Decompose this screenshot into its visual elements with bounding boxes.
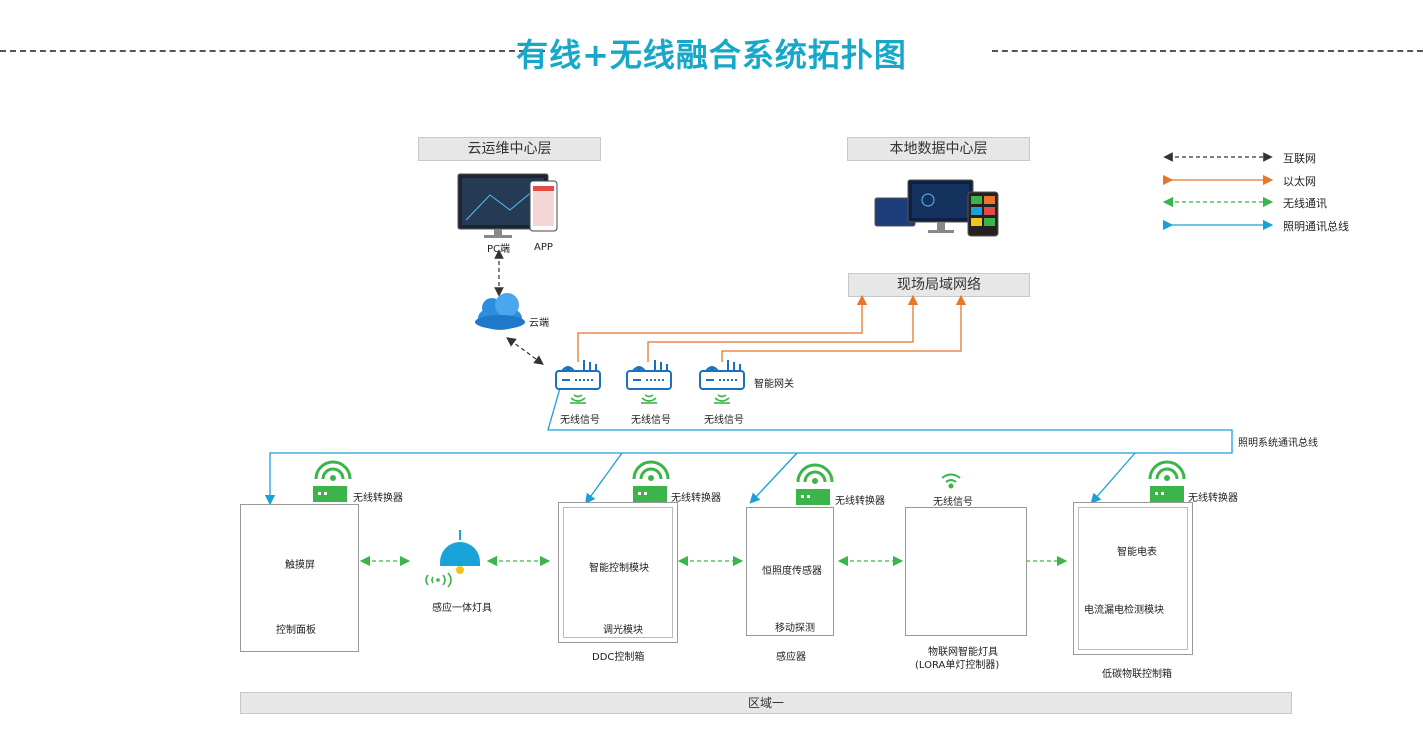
leak-module-label: 电流漏电检测模块	[1084, 605, 1164, 616]
converter-icon-4	[1148, 460, 1186, 502]
smart-module-label: 智能控制模块	[589, 563, 649, 574]
converter-label-4: 无线转换器	[1188, 493, 1238, 504]
bus-label: 照明系统通讯总线	[1238, 438, 1318, 449]
legend-label-internet: 互联网	[1283, 152, 1316, 165]
converter-label-1: 无线转换器	[353, 493, 403, 504]
signal-label-3: 无线信号	[704, 415, 744, 426]
iot-lamp-sub-label: (LORA单灯控制器)	[915, 660, 1000, 671]
sensor-lamp-label: 感应一体灯具	[432, 603, 492, 614]
ddc-box-label: DDC控制箱	[592, 652, 645, 663]
app-label: APP	[534, 242, 553, 253]
gateway-icon-2	[626, 360, 672, 390]
gateway-icon-3	[699, 360, 745, 390]
touch-screen-label: 触摸屏	[285, 560, 315, 571]
pc-label: PC端	[487, 244, 511, 255]
iot-signal-label: 无线信号	[933, 497, 973, 508]
gateway-label: 智能网关	[754, 379, 794, 390]
bus-drop-ddc	[584, 452, 623, 505]
converter-label-2: 无线转换器	[671, 493, 721, 504]
ethernet-link-2	[647, 294, 919, 362]
low-carbon-box-inner	[1078, 507, 1188, 650]
converter-icon-2	[632, 460, 670, 502]
panel-box	[240, 504, 359, 652]
bus-main	[264, 387, 1233, 506]
sensor-box	[746, 507, 834, 636]
converter-icon-3	[796, 463, 834, 505]
control-panel-label: 控制面板	[276, 625, 316, 636]
converter-label-3: 无线转换器	[835, 496, 885, 507]
cloud-ops-layer: 云运维中心层	[418, 137, 601, 161]
iot-wifi-icon	[941, 473, 961, 489]
signal-label-1: 无线信号	[560, 415, 600, 426]
local-data-layer: 本地数据中心层	[847, 137, 1030, 161]
phone-icon	[529, 180, 558, 232]
ethernet-link-1	[577, 294, 868, 362]
motion-sensor-label: 移动探测	[775, 623, 815, 634]
lan-layer: 现场局域网络	[848, 273, 1030, 297]
legend-label-ethernet: 以太网	[1283, 175, 1316, 188]
ethernet-link-3	[721, 294, 967, 362]
cloud-icon	[475, 293, 525, 330]
bus-drop-sensor	[749, 452, 798, 504]
region-layer: 区域一	[240, 692, 1292, 714]
low-carbon-box-label: 低碳物联控制箱	[1102, 669, 1172, 680]
signal-label-2: 无线信号	[631, 415, 671, 426]
sensor-lamp-icon	[425, 530, 480, 588]
smart-meter-label: 智能电表	[1117, 547, 1157, 558]
lux-sensor-label: 恒照度传感器	[762, 566, 822, 577]
iot-lamp-label: 物联网智能灯具	[928, 647, 998, 658]
sensor-group-label: 感应器	[776, 652, 806, 663]
cloud-label: 云端	[529, 318, 549, 329]
title-right-rule	[992, 50, 1423, 52]
wifi-signal-icons	[570, 394, 730, 404]
converter-icon-1	[313, 460, 352, 502]
gateway-icon-1	[555, 360, 601, 390]
local-monitors-icon	[874, 179, 999, 237]
iot-lamp-box	[905, 507, 1027, 636]
title-left-rule	[0, 50, 545, 52]
internet-link-cloud-gateway	[506, 337, 544, 365]
legend-label-bus: 照明通讯总线	[1283, 220, 1349, 233]
page-title: 有线+无线融合系统拓扑图	[516, 36, 907, 74]
legend-label-wireless: 无线通讯	[1283, 197, 1327, 210]
dimming-module-label: 调光模块	[603, 625, 643, 636]
bus-drop-lowcarbon	[1090, 452, 1136, 504]
ddc-box-inner	[563, 507, 673, 638]
